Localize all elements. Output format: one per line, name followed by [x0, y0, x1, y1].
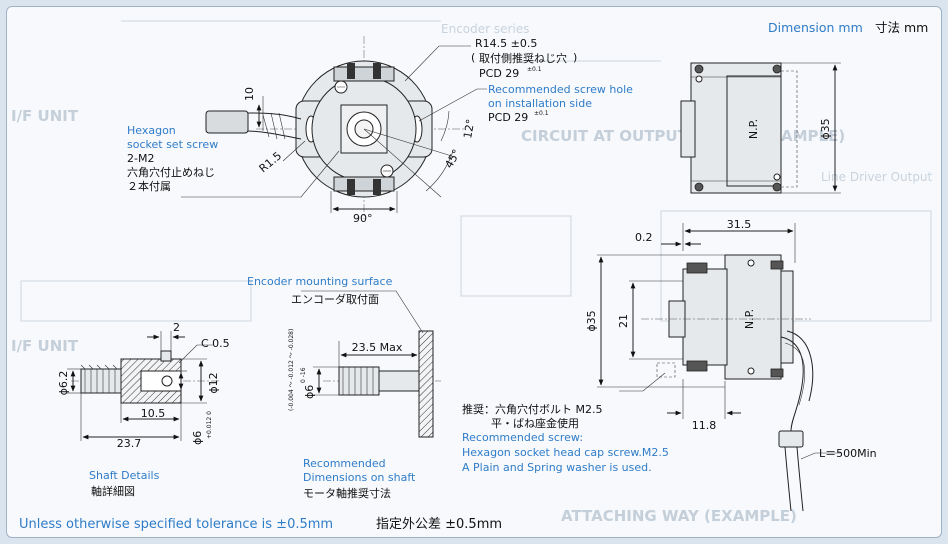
motor-tolerance-vertical: (-0.004 ～ -0.012 ～ -0.028) [288, 329, 295, 411]
side-dim-0-2: 0.2 [635, 231, 653, 244]
side-dim-31-5: 31.5 [727, 218, 752, 231]
screw-note-en-1: Recommended screw: [462, 431, 583, 444]
dimension-unit-jp: 寸法 mm [875, 20, 928, 35]
motor-caption-jp: モータ軸推奨寸法 [303, 486, 391, 500]
shaft-dim-c05: C 0.5 [201, 337, 230, 350]
svg-text:I/F UNIT: I/F UNIT [11, 107, 79, 125]
shaft-dim-23-7: 23.7 [117, 437, 142, 450]
front-dim-90deg: 90° [353, 212, 373, 225]
side-dim-11-8: 11.8 [692, 419, 717, 432]
svg-text:I/F UNIT: I/F UNIT [11, 337, 79, 355]
front-view [181, 36, 487, 219]
side-np-label: N.P. [743, 309, 756, 329]
side-dim-35: ϕ35 [585, 310, 598, 331]
screw-note-jp-2: 平・ばね座金使用 [491, 416, 579, 430]
svg-text:Encoder series: Encoder series [441, 22, 529, 36]
shaft-caption-jp: 軸詳細図 [91, 484, 135, 498]
side-dim-21: 21 [617, 314, 630, 328]
motor-caption-en-1: Recommended [303, 457, 386, 470]
tolerance-note-en: Unless otherwise specified tolerance is … [19, 517, 333, 532]
shaft-caption-en: Shaft Details [89, 469, 160, 482]
hex-label-en-1: Hexagon [127, 124, 176, 137]
front-recommended-jp: 取付側推奨ねじ穴 [479, 51, 567, 65]
front-recommended-en-2: on installation side [488, 97, 592, 110]
side-view [597, 223, 841, 512]
motor-dim-23-5: 23.5 Max [352, 341, 403, 354]
cable-length-label: L＝500Min [819, 447, 877, 460]
motor-dim-6h6-sup: 0 -16 [300, 367, 307, 383]
shaft-dim-10-5: 10.5 [141, 407, 166, 420]
front-dim-12deg: 12° [461, 118, 477, 139]
front-paren-open: ( [471, 51, 475, 64]
top-right-np-label: N.P. [747, 119, 760, 139]
front-pcd-en: PCD 29 [488, 111, 528, 124]
svg-text:Line Driver Output: Line Driver Output [821, 170, 933, 184]
screw-note-en-3: A Plain and Spring washer is used. [462, 461, 652, 474]
front-pcd-en-tolerance: ±0.1 [534, 110, 549, 117]
motor-dim-6h6: ϕ6 [303, 385, 316, 399]
shaft-dim-6-tolerance: ϕ6 [191, 431, 204, 445]
front-radius-label: R14.5 ±0.5 [475, 37, 537, 50]
mount-surface-jp: エンコーダ取付面 [291, 292, 379, 306]
tolerance-note-jp: 指定外公差 ±0.5mm [376, 517, 502, 532]
front-pcd-jp-tolerance: ±0.1 [527, 66, 542, 73]
front-recommended-en-1: Recommended screw hole [488, 83, 633, 96]
shaft-details-view [67, 331, 221, 441]
front-dim-10: 10 [243, 87, 256, 101]
front-paren-close: ) [573, 51, 577, 64]
screw-note-en-2: Hexagon socket head cap screw.M2.5 [462, 446, 669, 459]
motor-caption-en-2: Dimensions on shaft [303, 471, 416, 484]
hex-label-jp-1: 六角穴付止めねじ [127, 165, 215, 179]
hex-label-jp-2: ２本付属 [127, 179, 171, 193]
technical-drawing: I/F UNIT I/F UNIT CIRCUIT AT OUTPUT STAG… [11, 20, 933, 532]
hex-label-en-2: socket set screw [127, 138, 218, 151]
top-right-view [680, 62, 841, 194]
mount-surface-en: Encoder mounting surface [247, 275, 393, 288]
hex-spec: 2-M2 [127, 152, 154, 165]
motor-shaft-view [301, 290, 441, 438]
front-dim-45deg: 45° [442, 147, 463, 170]
shaft-dim-62: ϕ6.2 [57, 371, 70, 396]
shaft-dim-6-tolerance-sup: +0.012 0 [206, 411, 213, 439]
front-dim-r15: R1.5 [257, 149, 285, 175]
svg-text:ATTACHING WAY (EXAMPLE): ATTACHING WAY (EXAMPLE) [561, 507, 797, 525]
shaft-dim-12: ϕ12 [207, 372, 220, 393]
dimension-unit-en: Dimension mm [768, 20, 863, 35]
shaft-dim-2: 2 [173, 321, 180, 334]
drawing-sheet: I/F UNIT I/F UNIT CIRCUIT AT OUTPUT STAG… [6, 6, 942, 538]
screw-note-jp-1: 推奨：六角穴付ボルト M2.5 [462, 402, 602, 416]
front-pcd-jp: PCD 29 [479, 67, 519, 80]
top-right-dim-35: ϕ35 [819, 118, 832, 139]
